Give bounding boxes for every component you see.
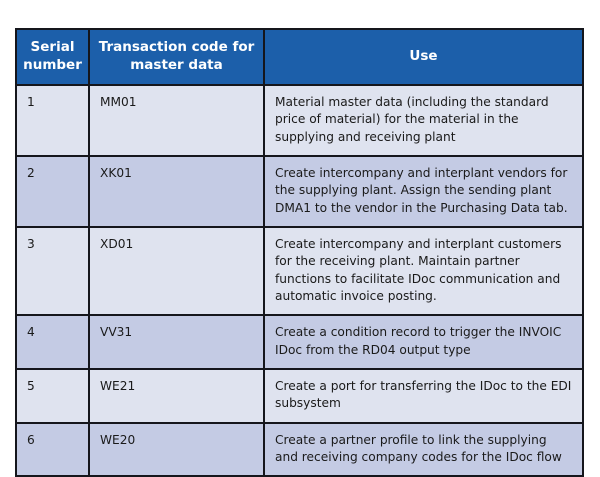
cell-use-description: Create a condition record to trigger the…	[265, 316, 584, 371]
page-canvas: Serial number Transaction code for maste…	[15, 28, 584, 477]
cell-serial-number: 5	[15, 370, 90, 424]
column-header-tcode-line1: Transaction code for	[98, 39, 255, 55]
cell-use-description: Create intercompany and interplant vendo…	[265, 157, 584, 229]
column-header-serial-number: Serial number	[15, 28, 90, 87]
cell-transaction-code: XK01	[90, 157, 265, 229]
column-header-transaction-code: Transaction code for master data	[90, 28, 265, 87]
cell-use-description: Create a port for transferring the IDoc …	[265, 370, 584, 424]
cell-serial-number: 4	[15, 316, 90, 371]
cell-transaction-code: VV31	[90, 316, 265, 371]
cell-transaction-code: WE21	[90, 370, 265, 424]
cell-serial-number: 3	[15, 228, 90, 317]
transaction-code-table: Serial number Transaction code for maste…	[15, 28, 584, 477]
column-header-serial-line2: number	[23, 56, 82, 73]
cell-use-description: Material master data (including the stan…	[265, 86, 584, 158]
cell-use-description: Create intercompany and interplant custo…	[265, 228, 584, 317]
cell-transaction-code: XD01	[90, 228, 265, 317]
cell-use-description: Create a partner profile to link the sup…	[265, 423, 584, 477]
table-header: Serial number Transaction code for maste…	[15, 28, 584, 87]
cell-transaction-code: MM01	[90, 86, 265, 158]
cell-serial-number: 6	[15, 423, 90, 477]
column-header-use: Use	[265, 28, 584, 87]
table-container: Serial number Transaction code for maste…	[15, 28, 584, 477]
column-header-tcode-line2: master data	[130, 56, 223, 73]
column-header-use-line1: Use	[409, 47, 438, 64]
cell-transaction-code: WE20	[90, 423, 265, 477]
cell-serial-number: 1	[15, 86, 90, 158]
header-row: Serial number Transaction code for maste…	[15, 28, 584, 87]
cell-serial-number: 2	[15, 157, 90, 229]
column-header-serial-line1: Serial	[30, 39, 75, 55]
